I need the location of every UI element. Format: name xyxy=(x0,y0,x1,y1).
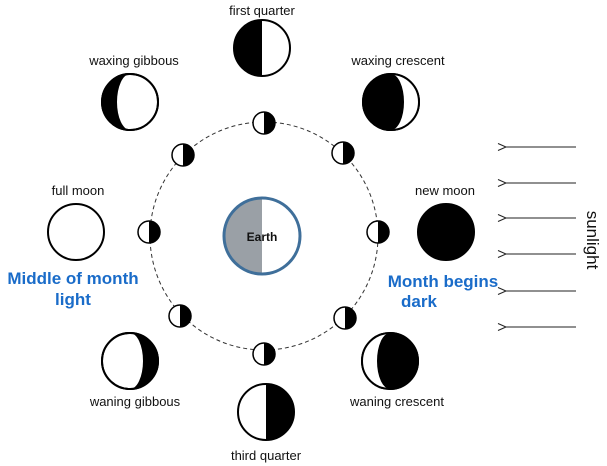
orbit-moons xyxy=(137,111,390,366)
phase-label-first-quarter: first quarter xyxy=(229,3,295,18)
orbit-moon xyxy=(366,220,390,244)
phase-third-quarter: third quarter xyxy=(231,383,302,463)
phase-waning-gibbous: waning gibbous xyxy=(89,332,181,409)
sunlight-arrows xyxy=(506,147,576,327)
phase-label-full-moon: full moon xyxy=(52,183,105,198)
orbit-moon xyxy=(252,111,276,135)
phase-label-waxing-gibbous: waxing gibbous xyxy=(88,53,179,68)
phase-label-waning-crescent: waning crescent xyxy=(349,394,444,409)
earth-label: Earth xyxy=(247,230,278,244)
orbit-moon xyxy=(333,306,357,330)
note-middle-line2: light xyxy=(55,290,91,309)
orbit-moon xyxy=(171,143,195,167)
phase-waning-crescent: waning crescent xyxy=(349,332,444,409)
earth-day-side xyxy=(262,198,300,274)
orbit-moon xyxy=(331,141,355,165)
earth: Earth xyxy=(222,196,302,276)
note-middle-line1: Middle of month xyxy=(7,269,138,288)
phase-label-waxing-crescent: waxing crescent xyxy=(350,53,445,68)
phase-first-quarter: first quarter xyxy=(229,3,296,77)
orbit-moon xyxy=(137,220,161,244)
note-month-begins: Month begins dark xyxy=(388,272,498,311)
phase-label-waning-gibbous: waning gibbous xyxy=(89,394,181,409)
phase-full-moon: full moon xyxy=(47,183,105,261)
orbit-moon xyxy=(168,304,192,328)
phase-waxing-crescent: waxing crescent xyxy=(350,53,445,131)
earth-night-side xyxy=(224,198,262,274)
note-begins-line1: Month begins xyxy=(388,272,498,291)
sunlight-label: sunlight xyxy=(583,211,602,270)
phase-new-moon: new moon xyxy=(415,183,475,261)
note-middle-of-month: Middle of month light xyxy=(7,269,138,309)
phase-label-new-moon: new moon xyxy=(415,183,475,198)
note-begins-line2: dark xyxy=(401,292,437,311)
orbit-moon xyxy=(252,342,276,366)
phase-waxing-gibbous: waxing gibbous xyxy=(88,53,179,131)
phase-label-third-quarter: third quarter xyxy=(231,448,302,463)
